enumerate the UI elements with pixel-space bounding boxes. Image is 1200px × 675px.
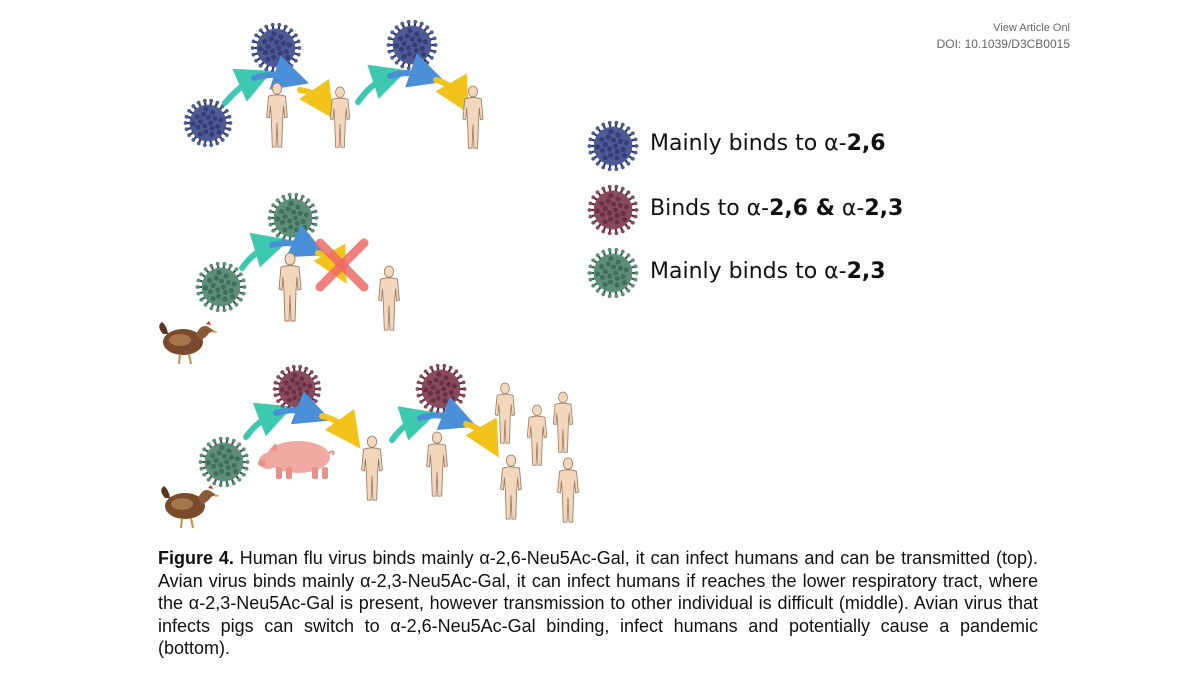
figure-label: Figure 4. <box>158 548 234 568</box>
virus-icon <box>272 364 322 414</box>
figure-caption: Figure 4. Human flu virus binds mainly α… <box>158 547 1038 660</box>
human-icon <box>361 435 383 501</box>
chicken-icon <box>159 321 218 365</box>
legend-label-red: Binds to α-2,6 & α-2,3 <box>650 196 904 221</box>
arrow-icon <box>239 232 290 271</box>
human-icon <box>329 86 351 148</box>
caption-text: Human flu virus binds mainly α-2,6-Neu5A… <box>158 548 1038 658</box>
doi-text: DOI: 10.1039/D3CB0015 <box>936 37 1070 51</box>
arrow-icon <box>273 390 331 425</box>
virus-icon <box>267 192 319 244</box>
human-icon <box>266 82 288 148</box>
virus-icon <box>250 22 302 74</box>
legend-virus-red-icon <box>587 184 639 236</box>
arrow-icon <box>389 406 438 443</box>
cross-icon <box>315 238 369 292</box>
human-icon <box>278 252 302 322</box>
arrow-icon <box>319 408 361 449</box>
chicken-icon <box>161 485 220 529</box>
legend-label-blue: Mainly binds to α-2,6 <box>650 131 886 156</box>
legend-label-green: Mainly binds to α-2,3 <box>650 259 886 284</box>
human-icon <box>378 265 400 331</box>
arrow-icon <box>355 64 408 105</box>
human-icon <box>426 431 448 497</box>
arrow-icon <box>463 417 499 458</box>
human-icon <box>500 454 522 520</box>
arrow-icon <box>243 402 293 440</box>
virus-icon <box>386 19 438 71</box>
view-article-link[interactable]: View Article Onl <box>993 22 1070 34</box>
virus-icon <box>415 363 467 415</box>
arrow-icon <box>387 53 446 88</box>
human-icon <box>462 85 484 149</box>
arrow-icon <box>297 79 334 119</box>
virus-icon <box>198 436 250 488</box>
virus-icon <box>195 261 247 313</box>
virus-icon <box>183 98 233 148</box>
pig-icon <box>258 441 335 479</box>
arrow-icon <box>251 55 310 90</box>
legend-virus-green-icon <box>587 247 639 299</box>
arrow-icon <box>433 73 469 114</box>
human-icon <box>494 382 516 444</box>
arrow-icon <box>417 396 477 431</box>
human-icon <box>526 404 548 466</box>
arrow-icon <box>222 68 273 106</box>
legend-virus-blue-icon <box>587 120 639 172</box>
arrow-icon <box>269 224 327 258</box>
human-icon <box>557 457 579 523</box>
human-icon <box>552 391 574 453</box>
